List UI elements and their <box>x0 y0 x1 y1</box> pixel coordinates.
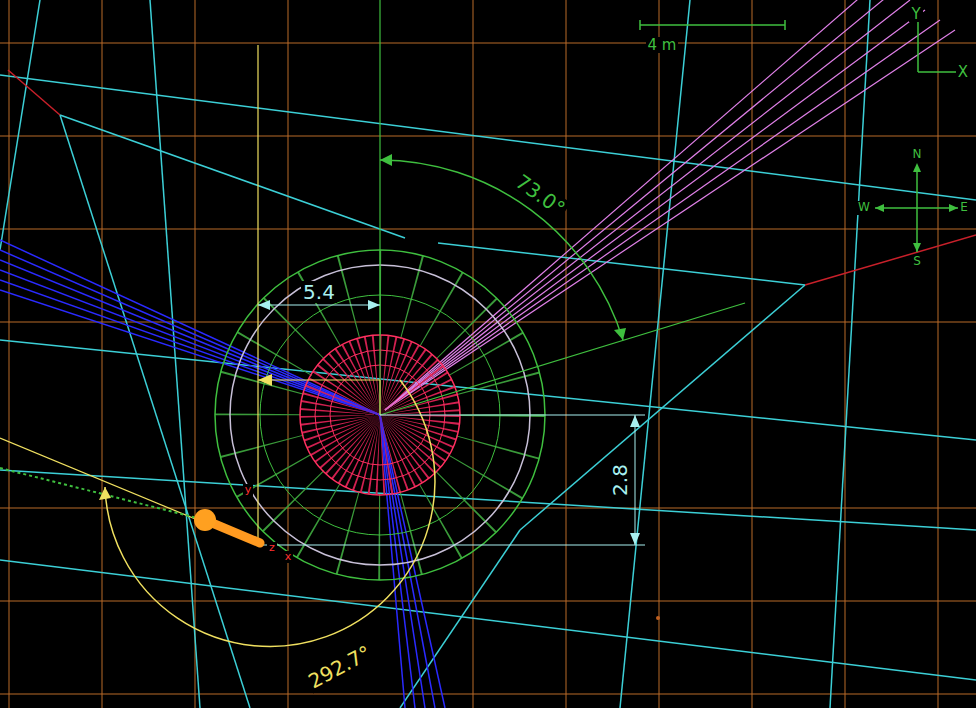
pink-beam <box>385 0 955 410</box>
angle-label: 292.7° <box>303 641 376 694</box>
dimension-label: 2.8 <box>609 462 631 498</box>
axis-tag: y <box>243 484 254 496</box>
axis-tag: x <box>283 551 294 563</box>
red-edge <box>8 70 976 285</box>
axis-label: X <box>956 64 970 81</box>
compass-label: W <box>856 201 872 214</box>
compass-label: S <box>911 255 923 268</box>
angle-label: 73.0° <box>510 169 571 221</box>
axes-lines <box>0 0 745 545</box>
scale-label: 4 m <box>646 37 679 54</box>
angle-arcs <box>99 154 626 646</box>
axis-label: Y <box>909 6 922 23</box>
axis-tag: z <box>267 542 277 554</box>
blue-beam <box>0 240 445 708</box>
scale-compass <box>640 20 962 620</box>
dimension-lines <box>258 300 645 545</box>
sensor <box>194 509 260 543</box>
compass-label: N <box>911 148 924 161</box>
compass-label: E <box>958 201 970 214</box>
dimension-label: 5.4 <box>301 281 337 303</box>
